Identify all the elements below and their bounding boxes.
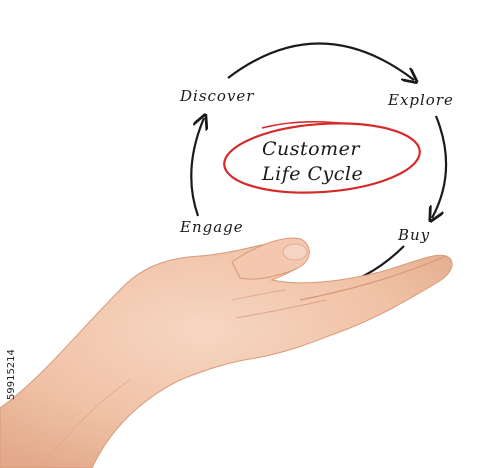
arrow-explore-to-buy [432, 115, 448, 218]
thumb-nail [282, 243, 308, 261]
stage-label-explore: Explore [387, 91, 454, 109]
arrow-discover-to-explore [227, 42, 414, 80]
stage-label-discover: Discover [179, 87, 254, 105]
center-ellipse [223, 120, 421, 194]
stage-label-engage: Engage [179, 218, 244, 236]
stock-image-id: 59915214 [6, 349, 17, 400]
arrow-engage-to-discover [190, 118, 204, 217]
hand-palm [0, 239, 453, 468]
hand-fingers [299, 255, 447, 301]
center-label-line1: Customer [262, 138, 361, 160]
hand-illustration [0, 237, 453, 468]
stage-label-buy: Buy [397, 226, 430, 244]
center-label-line2: Life Cycle [261, 163, 363, 185]
